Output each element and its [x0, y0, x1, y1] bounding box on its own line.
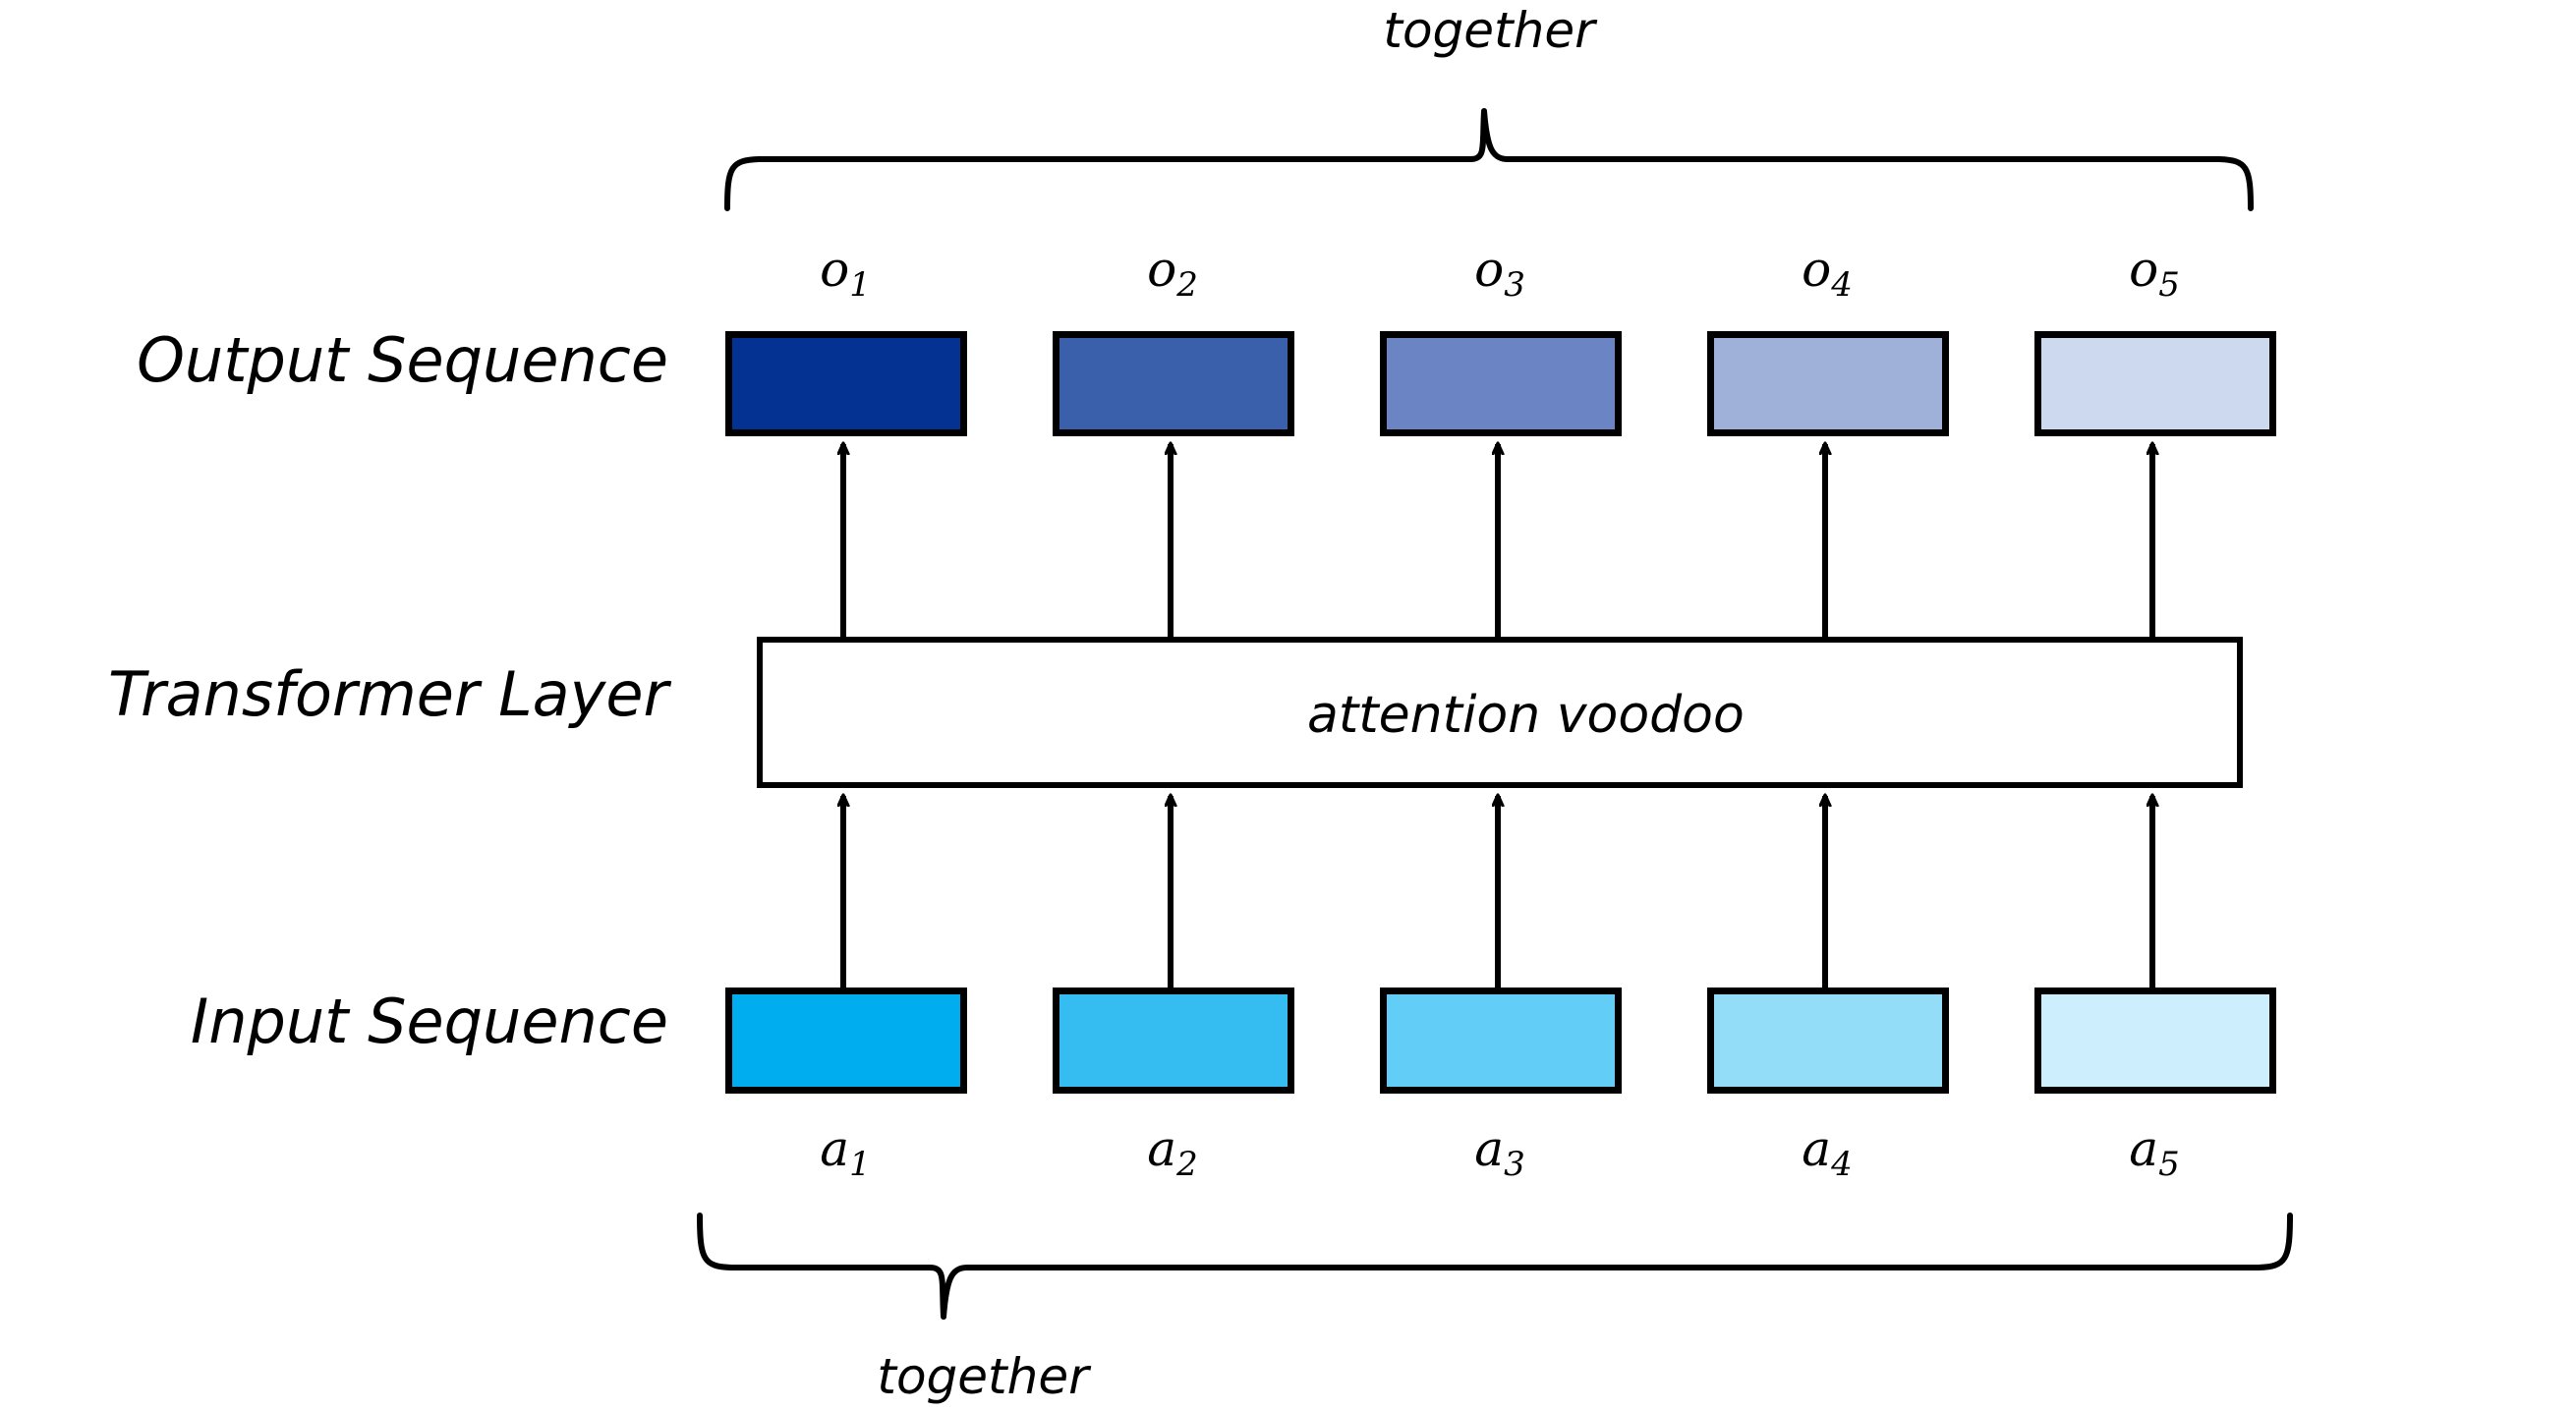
token-base: o — [2129, 241, 2159, 298]
token-subscript: 5 — [2158, 1145, 2180, 1185]
input-token-label: a5 — [2034, 1120, 2274, 1184]
output-token-label: o3 — [1380, 241, 1620, 305]
token-subscript: 3 — [1504, 1145, 1525, 1185]
token-subscript: 4 — [1831, 265, 1853, 306]
token-subscript: 5 — [2158, 265, 2180, 306]
row-label-transformer-layer: Transformer Layer — [108, 658, 668, 730]
token-base: o — [1474, 241, 1505, 298]
token-base: a — [1147, 1120, 1177, 1177]
token-base: a — [2129, 1120, 2159, 1177]
token-subscript: 2 — [1176, 1145, 1198, 1185]
token-base: a — [1474, 1120, 1505, 1177]
bottom-brace-caption: together — [877, 1348, 1089, 1405]
output-token-label: o1 — [725, 241, 965, 305]
output-box-3[interactable] — [1380, 331, 1622, 436]
arrow-transformer-to-output — [843, 444, 2152, 637]
output-box-4[interactable] — [1707, 331, 1949, 436]
transformer-layer-box[interactable] — [757, 637, 2243, 788]
token-subscript: 3 — [1504, 265, 1525, 306]
token-base: a — [820, 1120, 850, 1177]
row-label-input-sequence: Input Sequence — [190, 986, 668, 1057]
top-brace — [724, 108, 2254, 211]
input-token-label: a2 — [1053, 1120, 1292, 1184]
output-box-2[interactable] — [1053, 331, 1294, 436]
output-box-5[interactable] — [2034, 331, 2276, 436]
token-base: o — [820, 241, 850, 298]
input-token-label: a1 — [725, 1120, 965, 1184]
token-base: a — [1802, 1120, 1832, 1177]
transformer-layer-text: attention voodoo — [1307, 686, 1745, 745]
token-subscript: 2 — [1176, 265, 1198, 306]
token-subscript: 1 — [849, 1145, 871, 1185]
input-token-label: a4 — [1707, 1120, 1947, 1184]
input-box-1[interactable] — [725, 988, 967, 1094]
arrow-input-to-transformer — [843, 796, 2152, 988]
output-box-1[interactable] — [725, 331, 967, 436]
row-label-output-sequence: Output Sequence — [137, 324, 668, 396]
bottom-brace — [697, 1213, 2293, 1320]
output-token-label: o5 — [2034, 241, 2274, 305]
token-base: o — [1147, 241, 1177, 298]
token-base: o — [1802, 241, 1832, 298]
output-token-label: o4 — [1707, 241, 1947, 305]
input-box-2[interactable] — [1053, 988, 1294, 1094]
top-brace-caption: together — [1383, 2, 1595, 59]
output-token-label: o2 — [1053, 241, 1292, 305]
input-token-label: a3 — [1380, 1120, 1620, 1184]
token-subscript: 1 — [849, 265, 871, 306]
input-box-4[interactable] — [1707, 988, 1949, 1094]
token-subscript: 4 — [1831, 1145, 1853, 1185]
input-box-5[interactable] — [2034, 988, 2276, 1094]
input-box-3[interactable] — [1380, 988, 1622, 1094]
